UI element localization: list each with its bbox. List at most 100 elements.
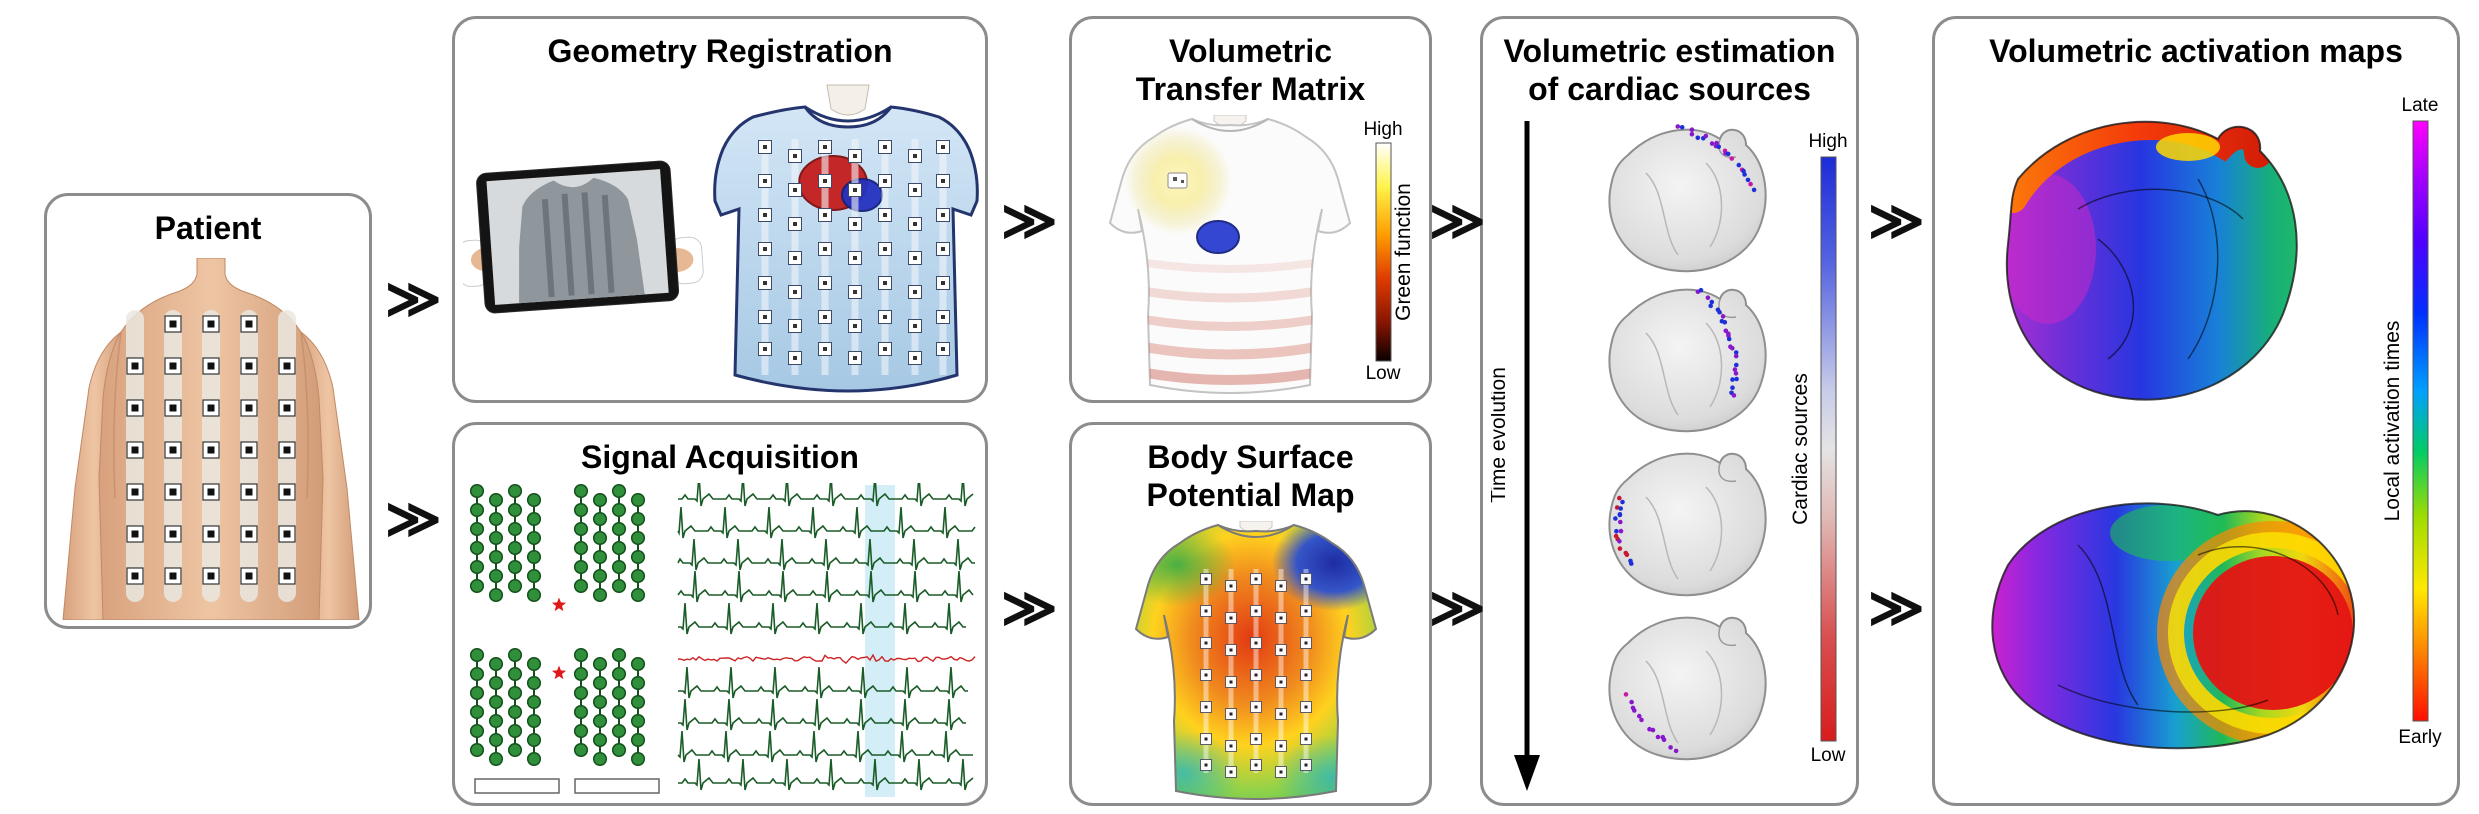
activation-times-colorbar: Late Early Local activation times (2381, 95, 2442, 748)
panel-geometry-registration: Geometry Registration (452, 16, 988, 403)
patient-electrode-array (126, 310, 296, 602)
electrode-layout-diagrams (469, 483, 660, 794)
heart-timepoint-4 (1608, 616, 1767, 761)
panel-volumetric-activation-maps: Volumetric activation maps (1932, 16, 2460, 806)
collar (1191, 118, 1269, 132)
panel-title-patient: Patient (154, 210, 262, 246)
contour-line (2097, 238, 2135, 360)
heart-outline (2005, 120, 2298, 401)
heart-timepoint-3 (1608, 452, 1767, 597)
heart-timepoint-1 (1608, 124, 1767, 273)
flow-arrow-estimation-to-activation-top: ≫ (1868, 191, 1925, 251)
field-band (1141, 314, 1319, 331)
vest-collar (804, 105, 892, 123)
colorbar-gradient (1375, 142, 1392, 362)
electrode-net-overlay (1200, 569, 1312, 778)
contour-line (2077, 188, 2244, 220)
time-evolution-axis: Time evolution (1491, 121, 1540, 791)
geometry-graphic (463, 84, 979, 393)
flow-arrow-transfer-to-estimation: ≫ (1429, 191, 1486, 251)
colorbar-axis-label: Cardiac sources (1789, 373, 1812, 525)
colorbar-gradient (1820, 156, 1837, 742)
cardiac-source-blob (1196, 220, 1240, 254)
bspm-graphic (1134, 521, 1378, 801)
scanned-strips (541, 192, 615, 298)
field-band (1145, 259, 1315, 273)
ring-yellow (2168, 532, 2355, 734)
title-line-2: Potential Map (1146, 476, 1355, 513)
heart-timepoint-2 (1608, 287, 1767, 433)
mannequin-neck (826, 84, 870, 116)
panel-title-bspm: Body Surface Potential Map (1072, 439, 1429, 515)
title-line-1: Volumetric estimation (1503, 33, 1836, 69)
early-rim (2006, 121, 2272, 213)
time-axis-arrowhead (1514, 755, 1540, 791)
title-line-1: Volumetric (1169, 33, 1332, 69)
electrode-marker-glyph (1181, 180, 1184, 183)
contour-line (2197, 546, 2339, 616)
green-function-field (1124, 127, 1319, 385)
flow-arrow-patient-to-signal: ≫ (385, 489, 442, 549)
electrode-marker (1167, 172, 1188, 189)
transfer-graphic: High Low Green function (1108, 115, 1415, 395)
bspm-torso (1134, 521, 1378, 801)
heart-outline (1991, 502, 2356, 750)
contour-line (2077, 544, 2139, 706)
panel-title-signal: Signal Acquisition (581, 439, 859, 475)
colorbar-gradient (2412, 120, 2429, 722)
flow-arrow-estimation-to-activation-bottom: ≫ (1868, 578, 1925, 638)
contour-line (2057, 684, 2269, 713)
panel-title-activation: Volumetric activation maps (1989, 33, 2403, 69)
flow-arrow-patient-to-geometry: ≫ (385, 269, 442, 329)
panel-body-surface-potential-map: Body Surface Potential Map (1069, 422, 1432, 806)
flow-arrow-signal-to-bspm: ≫ (1001, 578, 1058, 638)
estimation-graphic: Time evolution High Low Cardiac sources (1491, 121, 1848, 791)
early-region (2193, 556, 2353, 710)
panel-title-transfer: Volumetric Transfer Matrix (1072, 33, 1429, 109)
torso-outline (1134, 523, 1378, 801)
panel-title-geometry: Geometry Registration (547, 33, 893, 69)
colorbar-high-label: High (1808, 131, 1847, 152)
arm-crease-left (113, 331, 122, 499)
panel-signal-acquisition: Signal Acquisition (452, 422, 988, 806)
field-band (1143, 342, 1317, 360)
flow-arrow-geometry-to-transfer: ≫ (1001, 191, 1058, 251)
electrode-marker-glyph (1173, 177, 1177, 181)
vest-outline (713, 105, 979, 393)
title-line-1: Body Surface (1147, 439, 1354, 475)
collar (1217, 524, 1295, 538)
signal-graphic (469, 483, 976, 797)
mid-region (2110, 505, 2226, 561)
field-band (1141, 286, 1319, 303)
panel-patient: Patient (44, 193, 372, 629)
title-line-2: of cardiac sources (1528, 70, 1811, 107)
colorbar-early-label: Early (2398, 727, 2442, 748)
cardiac-sources-colorbar: High Low Cardiac sources (1789, 131, 1848, 766)
patient-photo (62, 258, 360, 620)
green-function-colorbar: High Low Green function (1363, 119, 1415, 384)
arm-crease-right (300, 331, 309, 499)
contour-line (2187, 178, 2219, 360)
ecg-traces (677, 483, 976, 797)
activation-heart-top (2005, 120, 2298, 401)
colorbar-late-label: Late (2402, 95, 2439, 116)
field-band (1145, 368, 1315, 385)
panel-title-estimation: Volumetric estimation of cardiac sources (1483, 33, 1856, 109)
time-axis-label: Time evolution (1491, 367, 1510, 503)
colorbar-high-label: High (1363, 119, 1402, 140)
activation-heart-bottom (1991, 502, 2356, 750)
left-shoulder-region (1136, 525, 1236, 607)
vest-electrode-grid (758, 139, 950, 375)
flow-arrow-bspm-to-estimation: ≫ (1429, 578, 1486, 638)
activation-graphic: Late Early Local activation times (1991, 95, 2442, 750)
title-line-2: Transfer Matrix (1135, 70, 1366, 107)
panel-cardiac-source-estimation: Volumetric estimation of cardiac sources (1480, 16, 1859, 806)
colorbar-low-label: Low (1811, 745, 1846, 766)
panel-volumetric-transfer-matrix: Volumetric Transfer Matrix (1069, 16, 1432, 403)
tablet-scan (463, 160, 704, 314)
torso-model (713, 84, 979, 393)
mid-region (2156, 133, 2220, 161)
colorbar-axis-label: Local activation times (2381, 321, 2404, 522)
colorbar-axis-label: Green function (1392, 183, 1415, 321)
